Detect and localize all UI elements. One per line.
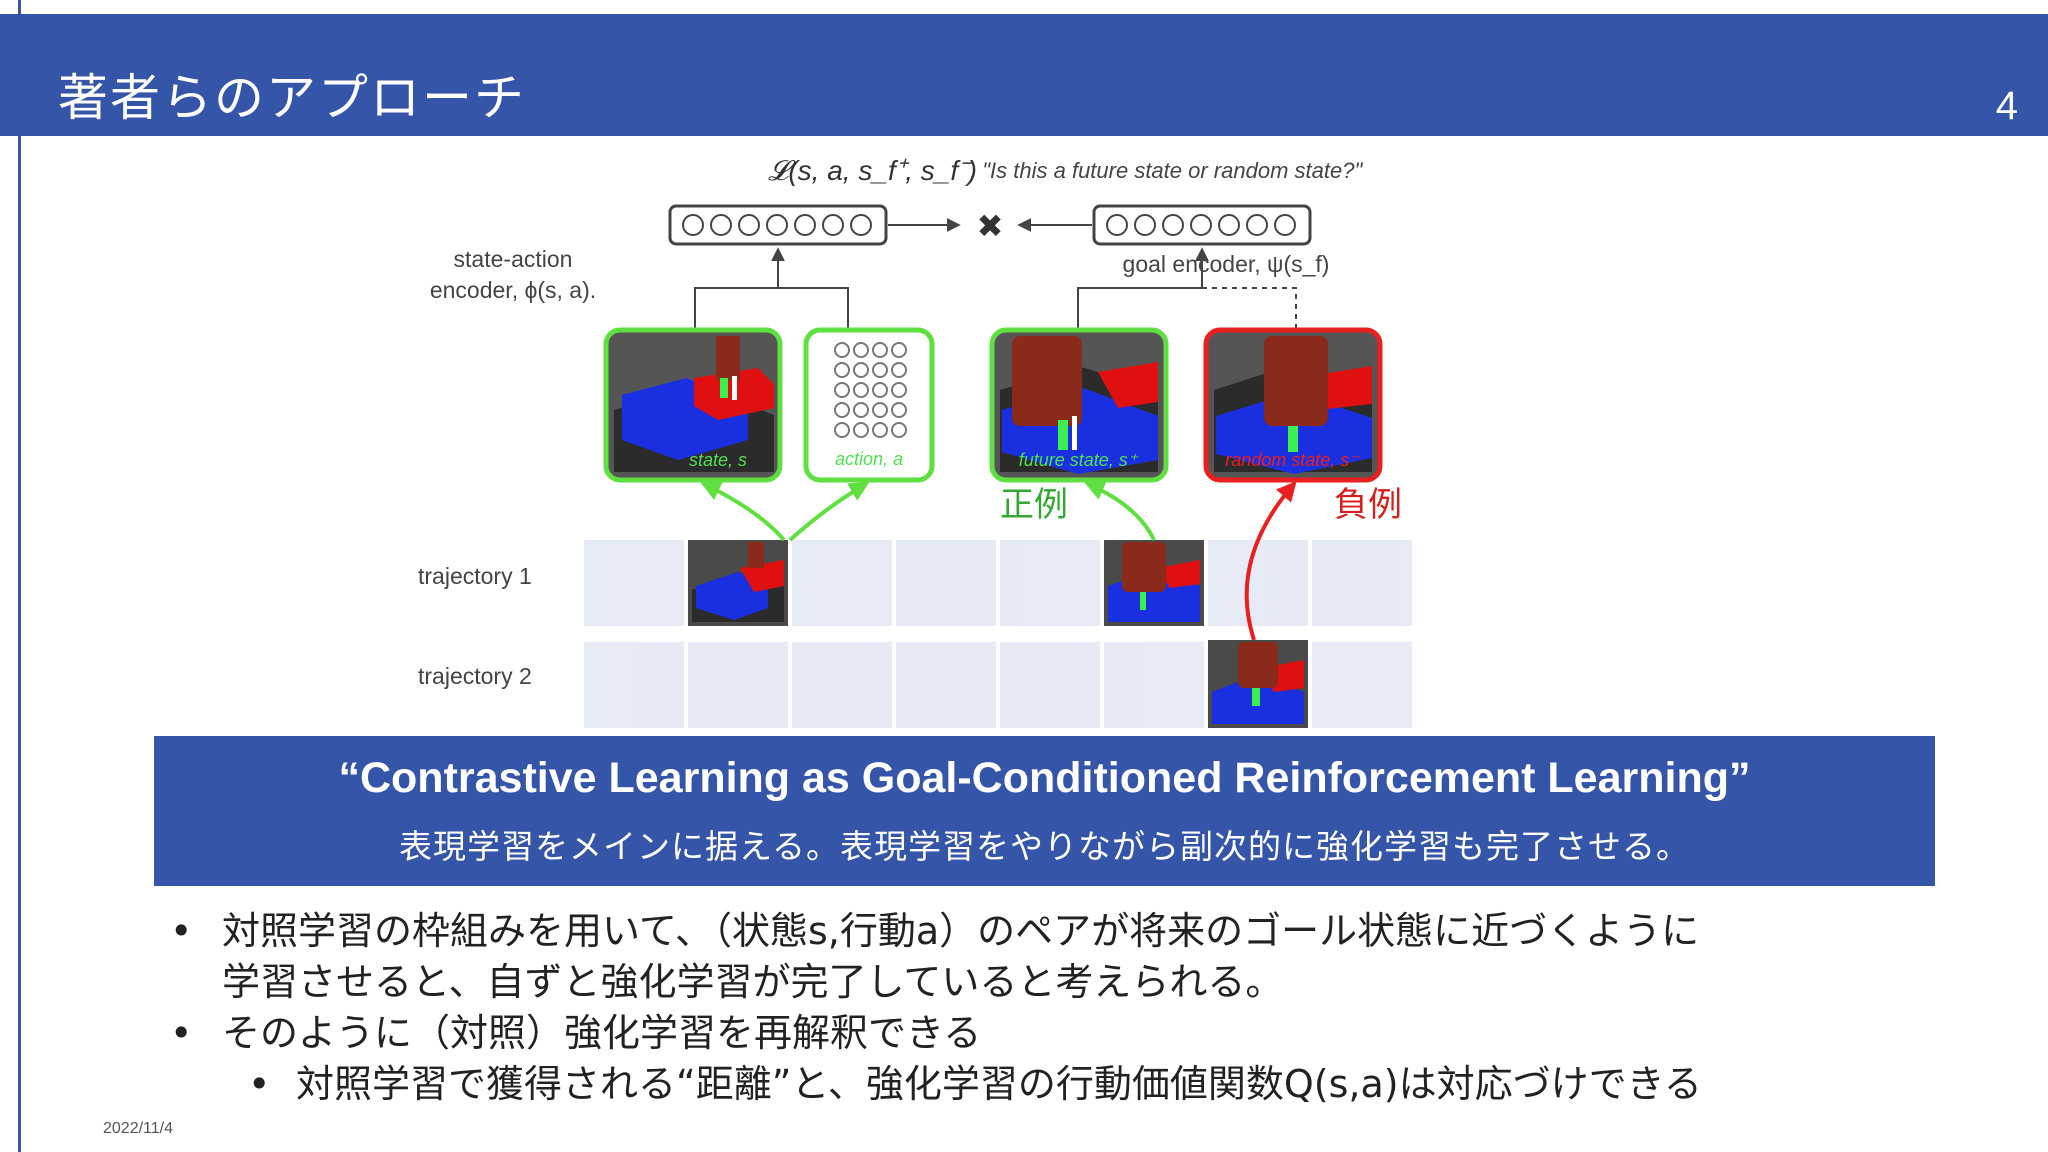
sub-bullet-item: 対照学習で獲得される“距離”と、強化学習の行動価値関数Q(s,a)は対応づけでき…: [170, 1059, 1970, 1110]
page-number: 4: [1995, 84, 2018, 128]
sa-embedding-vector: [668, 204, 888, 246]
trajectory-1-label: trajectory 1: [418, 563, 532, 589]
bullet-item: そのように（対照）強化学習を再解釈できる: [170, 1008, 1970, 1059]
future-state-image: future state, s⁺: [989, 327, 1169, 483]
trajectory-2-label: trajectory 2: [418, 663, 532, 689]
slide-date: 2022/11/4: [103, 1120, 173, 1137]
future-state-label: future state, s⁺: [1019, 450, 1139, 470]
trajectory-1-future-frame: [1104, 540, 1204, 626]
bullet-list: 対照学習の枠組みを用いて、（状態s,行動a）のペアが将来のゴール状態に近づくよう…: [170, 906, 1970, 1110]
random-state-label: random state, s⁻: [1225, 450, 1360, 470]
trajectory-2-frames: [584, 640, 1412, 728]
slide-header: 著者らのアプローチ 4: [0, 14, 2048, 136]
paper-title-banner: “Contrastive Learning as Goal-Conditione…: [154, 736, 1935, 886]
state-image: state, s: [603, 327, 783, 483]
goal-encoder-label: goal encoder, ψ(s_f): [1123, 251, 1330, 277]
positive-label: 正例: [1000, 485, 1068, 525]
negative-label: 負例: [1334, 485, 1402, 525]
bullet-item: 対照学習の枠組みを用いて、（状態s,行動a）のペアが将来のゴール状態に近づくよう…: [170, 906, 1970, 957]
paper-title: “Contrastive Learning as Goal-Conditione…: [338, 754, 1751, 802]
product-icon: ✖: [977, 207, 1004, 245]
figure-diagram: 𝓛(s, a, s_f⁺, s_f⁻) : "Is this a future …: [418, 155, 1412, 728]
loss-question: : "Is this a future state or random stat…: [970, 158, 1363, 183]
trajectory-1-state-frame: [688, 540, 788, 626]
goal-embedding-vector: [1092, 204, 1312, 246]
bullet-continuation: 学習させると、自ずと強化学習が完了していると考えられる。: [222, 960, 1284, 1004]
sa-encoder-label-1: state-action: [454, 246, 573, 272]
loss-formula: 𝓛(s, a, s_f⁺, s_f⁻): [768, 155, 977, 186]
trajectory-1-frames: [584, 540, 1412, 626]
left-accent-rule: [18, 0, 21, 1152]
sa-encoder-label-2: encoder, ϕ(s, a).: [430, 277, 596, 303]
random-state-image: random state, s⁻: [1203, 327, 1383, 483]
state-label: state, s: [689, 450, 747, 470]
action-label: action, a: [835, 449, 903, 469]
slide-title: 著者らのアプローチ: [58, 69, 526, 127]
approach-figure: 𝓛(s, a, s_f⁺, s_f⁻) : "Is this a future …: [418, 140, 1538, 740]
trajectory-2-random-frame: [1208, 640, 1308, 728]
banner-subtitle: 表現学習をメインに据える。表現学習をやりながら副次的に強化学習も完了させる。: [398, 827, 1690, 866]
action-box: action, a: [803, 327, 935, 483]
